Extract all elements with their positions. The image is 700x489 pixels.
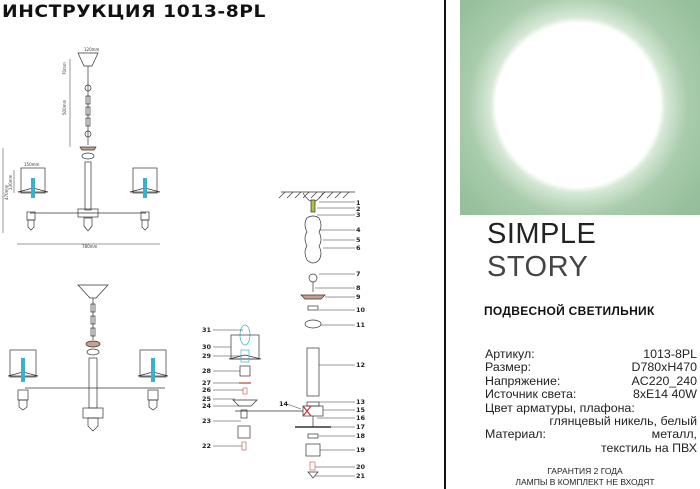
perspective-drawing [7,284,169,432]
part-number: 6 [356,244,361,252]
spec-row: Источник света: 8xE14 40W [485,387,697,402]
dim-shade-height: 130mm [8,174,13,190]
dim-height: 470mm [4,184,9,200]
brand-logo: SIMPLE STORY [487,218,700,284]
part-number: 11 [356,321,366,329]
spec-label: Артикул: [485,347,535,361]
spec-label: Источник света: [485,387,577,402]
part-number: 30 [202,343,212,351]
part-number: 18 [356,432,366,440]
material-label: Материал: [485,427,546,442]
lamps-note: ЛАМПЫ В КОМПЛЕКТ НЕ ВХОДЯТ [515,477,655,487]
material-value: металл, [651,427,697,442]
part-number: 10 [356,306,366,314]
part-number: 31 [202,326,212,334]
color-label: Цвет арматуры, плафона: [485,400,635,415]
dim-stem: 70mm [62,62,67,75]
dim-canopy: 120mm [84,47,100,52]
part-number: 5 [356,236,361,244]
color-value: глянцевый никель, белый [549,414,697,429]
vertical-divider [444,0,446,489]
part-number: 13 [356,398,365,406]
part-number: 12 [356,361,365,369]
part-number: 14 [279,400,289,408]
part-number: 3 [356,211,361,219]
footer-note: ГАРАНТИЯ 2 ГОДА ЛАМПЫ В КОМПЛЕКТ НЕ ВХОД… [470,466,700,488]
spec-value: 1013-8PL [643,347,697,361]
part-number: 21 [356,472,366,480]
part-number: 22 [202,442,211,450]
brand-name-light: STORY [487,251,589,283]
part-number: 2 [356,205,361,213]
warranty-text: ГАРАНТИЯ 2 ГОДА [547,466,623,476]
part-number: 29 [202,352,212,360]
material-value-2: текстиль на ПВХ [601,440,697,455]
part-number: 1 [356,199,361,207]
part-number: 16 [356,414,366,422]
part-number: 7 [356,270,361,278]
part-number: 17 [356,423,365,431]
spec-value: D780xH470 [631,360,697,375]
product-type: ПОДВЕСНОЙ СВЕТИЛЬНИК [484,304,655,318]
spec-value: AC220_240 [631,373,697,388]
spec-list: Артикул: 1013-8PL Размер: D780xH470 Напряж… [485,347,697,455]
spec-row: Размер: D780xH470 [485,360,697,375]
part-number: 26 [202,386,212,394]
part-number: 19 [356,446,366,454]
page-title: ИНСТРУКЦИЯ 1013-8PL [2,2,266,22]
product-photo [460,0,700,215]
part-number: 24 [202,402,212,410]
dim-width: 780mm [82,244,98,249]
spec-row: Артикул: 1013-8PL [485,347,697,361]
spec-label: Размер: [485,360,532,375]
part-number: 25 [202,395,212,403]
dim-chain: 500mm [62,99,67,115]
part-number: 20 [356,463,366,471]
spec-row: Напряжение: AC220_240 [485,373,697,388]
spec-label: Напряжение: [485,373,561,388]
spec-value: 8xE14 40W [632,387,697,402]
part-number: 8 [356,284,361,292]
part-number: 23 [202,417,211,425]
exploded-drawing: 1 2 3 4 5 6 7 8 9 10 11 12 13 14 15 16 1… [202,191,366,480]
part-number: 28 [202,367,212,375]
brand-name-bold: SIMPLE [487,218,597,250]
part-number: 27 [202,379,211,387]
spec-row: Материал: металл, [485,427,697,442]
part-number: 4 [356,226,361,234]
dim-shade-width: 150mm [24,162,40,167]
part-number: 15 [356,406,366,414]
part-number: 9 [356,293,361,301]
dimension-drawing: 120mm 500mm 70mm 470mm 130mm 150mm 780mm [2,47,161,249]
